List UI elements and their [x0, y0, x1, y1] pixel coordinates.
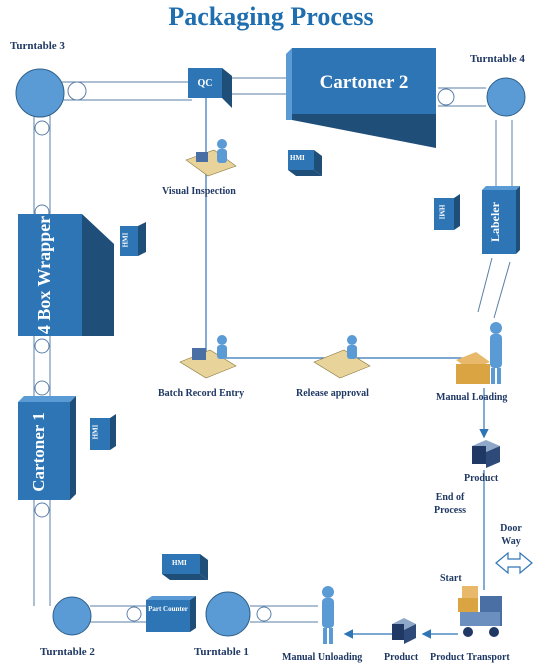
hmi-label-top: HMI	[290, 154, 305, 162]
turntable-2	[52, 596, 92, 636]
conveyors	[33, 77, 513, 623]
turntable-3	[15, 68, 65, 118]
batch-record-entry-label: Batch Record Entry	[158, 388, 245, 399]
turntable-3-label: Turntable 3	[10, 40, 65, 52]
product-top-label: Product	[464, 473, 499, 484]
door-way-arrow-icon	[495, 551, 533, 575]
door-way-label: Door Way	[500, 523, 522, 547]
labeler-label: Labeler	[488, 201, 502, 242]
turntable-1-label: Turntable 1	[194, 646, 249, 658]
product-bottom-icon	[392, 618, 416, 644]
cartoner-2-box: Cartoner 2	[286, 48, 436, 148]
hmi-panels	[90, 150, 460, 580]
product-bottom-label: Product	[384, 652, 419, 663]
qc-label: QC	[198, 78, 213, 89]
product-transport-icon	[458, 586, 502, 637]
batch-record-entry-icon	[179, 335, 237, 379]
hmi-panel-cartoner1	[90, 414, 116, 450]
turntable-1	[205, 591, 251, 637]
cartoner-2-label: Cartoner 2	[320, 72, 409, 93]
box-wrapper-box: 4 Box Wrapper	[18, 214, 114, 336]
hmi-panel-left	[120, 222, 146, 256]
manual-unloading-label: Manual Unloading	[282, 652, 363, 663]
turntables	[15, 68, 526, 637]
part-counter-label: Part Counter	[148, 605, 188, 613]
hmi-label-bottom: HMI	[172, 559, 187, 567]
labeler-box: Labeler	[482, 186, 520, 254]
cartoner-1-label: Cartoner 1	[29, 412, 48, 491]
product-top-icon	[472, 440, 500, 468]
hmi-label-cartoner1: HMI	[91, 424, 100, 440]
visual-inspection-label: Visual Inspection	[162, 186, 236, 197]
product-transport-label: Product Transport	[430, 652, 510, 663]
flow-lines	[205, 98, 489, 639]
start-label: Start	[440, 573, 462, 584]
hmi-panel-top	[288, 150, 322, 176]
part-counter-box	[146, 596, 196, 632]
hmi-label-right: HMI	[437, 204, 446, 220]
hmi-panel-bottom	[162, 554, 208, 580]
diagram-title: Packaging Process	[168, 2, 374, 31]
box-wrapper-label: 4 Box Wrapper	[34, 216, 54, 334]
release-approval-icon	[313, 335, 371, 379]
hmi-label-left: HMI	[121, 232, 130, 248]
turntable-4-label: Turntable 4	[470, 53, 525, 65]
release-approval-label: Release approval	[296, 388, 369, 399]
manual-unloading-icon	[322, 586, 334, 644]
hmi-panel-right	[434, 194, 460, 230]
turntable-4	[486, 77, 526, 117]
qc-box: QC	[188, 68, 232, 108]
manual-loading-icon	[456, 322, 502, 384]
cartoner-1-box: Cartoner 1	[18, 396, 76, 500]
manual-loading-label: Manual Loading	[436, 392, 508, 403]
visual-inspection-icon	[185, 139, 237, 177]
end-of-process-label: End of Process	[433, 492, 467, 516]
turntable-2-label: Turntable 2	[40, 646, 95, 658]
